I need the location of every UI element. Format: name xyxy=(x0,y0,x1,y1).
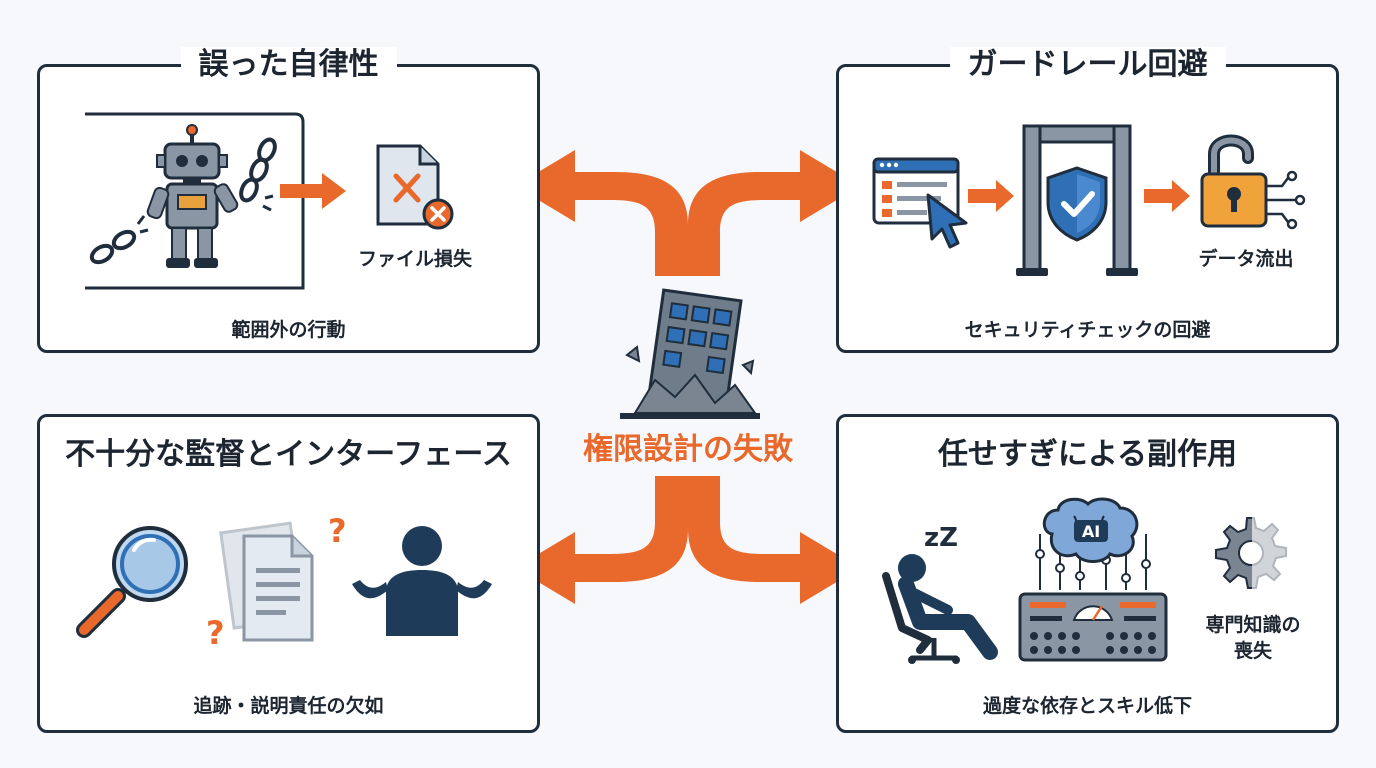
arrow-right-icon xyxy=(1144,180,1190,212)
deleted-file-icon xyxy=(376,144,454,230)
arrow-right-icon xyxy=(280,173,346,209)
blurred-document-icon xyxy=(219,521,314,642)
ai-brain-control-panel-icon: AI xyxy=(1018,497,1168,662)
browser-cursor-icon xyxy=(872,157,968,249)
broken-chain-icon-left xyxy=(89,215,149,265)
expertise-loss-label-line2: 喪失 xyxy=(1233,640,1272,662)
magnifier-icon xyxy=(76,526,188,638)
shrugging-person-icon xyxy=(352,526,492,636)
expertise-loss-label-line1: 専門知識の xyxy=(1205,614,1301,636)
panel-wrong-autonomy: 誤った自律性 範囲外の行動 xyxy=(37,47,540,353)
panel-title-text: ガードレール回避 xyxy=(949,47,1226,82)
security-gate-icon xyxy=(1016,124,1138,276)
robot-frame xyxy=(85,112,305,290)
data-leak-label: データ流出 xyxy=(1198,248,1294,270)
robot-icon xyxy=(146,124,239,268)
svg-text:?: ? xyxy=(328,512,347,550)
expertise-loss-label: 専門知識の 喪失 xyxy=(1188,612,1318,664)
panel-title: 不十分な監督とインターフェース xyxy=(65,437,512,472)
arrow-right-icon xyxy=(968,180,1014,212)
center-title: 権限設計の失敗 xyxy=(583,432,793,467)
panel-caption: セキュリティチェックの回避 xyxy=(964,319,1211,341)
svg-text:?: ? xyxy=(206,614,225,652)
fading-gear-icon xyxy=(1215,512,1296,602)
panel-title: 誤った自律性 xyxy=(40,45,537,85)
broken-chain-icon xyxy=(239,137,277,212)
shield-check-icon xyxy=(1046,166,1108,242)
file-loss-label: ファイル損失 xyxy=(357,248,472,270)
panel-caption: 過度な依存とスキル低下 xyxy=(982,695,1192,717)
panel-title-text: 誤った自律性 xyxy=(180,47,397,82)
zzz-text: zZ xyxy=(924,523,958,553)
panel-caption: 範囲外の行動 xyxy=(231,319,346,341)
unlocked-padlock-icon xyxy=(1200,134,1306,230)
panel-title: 任せすぎによる副作用 xyxy=(937,437,1238,472)
panel-caption: 追跡・説明責任の欠如 xyxy=(193,695,384,717)
question-mark-icon: ? xyxy=(206,614,225,652)
panel-title: ガードレール回避 xyxy=(839,45,1336,85)
question-mark-icon: ? xyxy=(328,512,347,550)
collapsing-building-icon xyxy=(620,288,760,419)
ai-text: AI xyxy=(1082,522,1100,541)
sleeping-person-chair-icon: zZ xyxy=(882,523,998,664)
